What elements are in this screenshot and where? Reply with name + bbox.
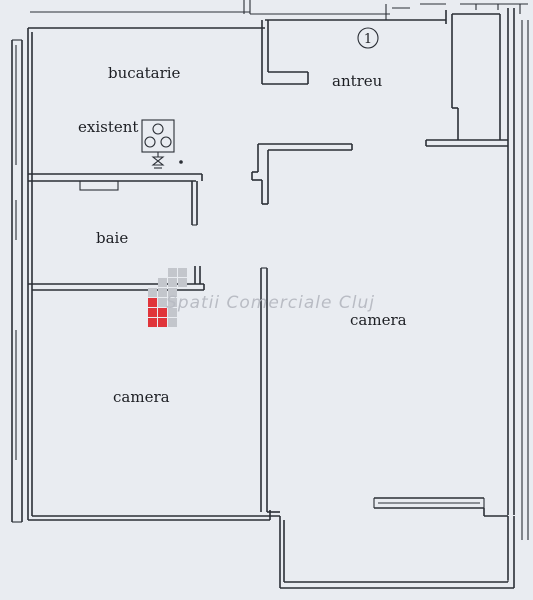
room-label-kitchen: bucatarie [108, 64, 181, 82]
room-label-hallway: antreu [332, 72, 383, 90]
existing-note: existent [78, 118, 138, 136]
entrance-marker: 1 [357, 27, 379, 49]
stove-icon [141, 119, 183, 169]
room-label-bathroom: baie [96, 229, 128, 247]
room-label-room-left: camera [113, 388, 170, 406]
room-label-room-right: camera [350, 311, 407, 329]
interior-walls [28, 20, 515, 589]
watermark-logo [148, 268, 187, 327]
entrance-marker-label: 1 [364, 32, 372, 47]
watermark-text: Spatii Comerciale Cluj [166, 293, 375, 313]
outer-walls [11, 0, 529, 540]
